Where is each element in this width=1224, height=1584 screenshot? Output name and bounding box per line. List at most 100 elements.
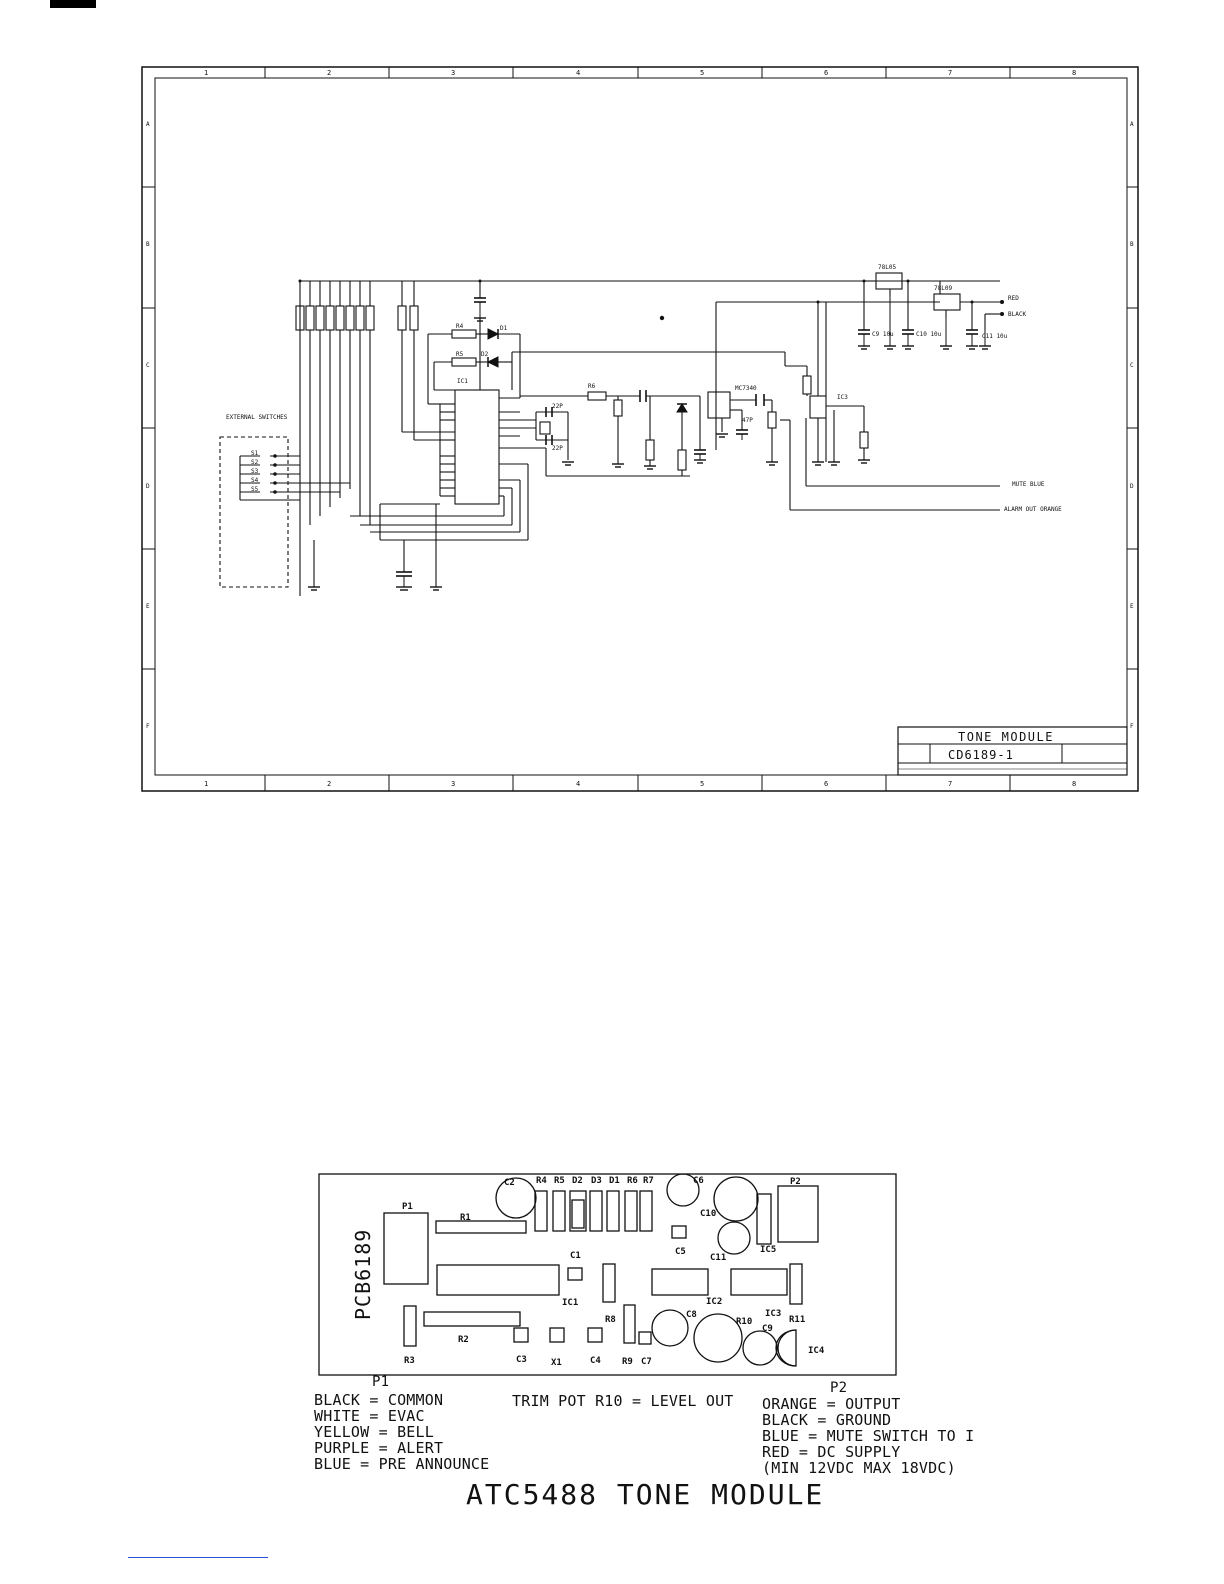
c10-label: C10 10u <box>916 331 942 338</box>
schematic-title: TONE MODULE <box>958 730 1054 744</box>
row-e: E <box>146 603 150 610</box>
switch-s3: S3 <box>251 468 259 475</box>
col-6: 6 <box>824 69 828 77</box>
p2-legend: ORANGE = OUTPUT BLACK = GROUND BLUE = MU… <box>762 1396 974 1476</box>
row-f: F <box>146 723 150 730</box>
drawing-number: CD6189-1 <box>948 748 1014 762</box>
pcb-c10: C10 <box>700 1209 716 1219</box>
title-block: TONE MODULE CD6189-1 <box>897 726 1128 776</box>
pcb-r2: R2 <box>458 1335 469 1345</box>
col-8-bottom: 8 <box>1072 780 1076 788</box>
pcb-p2: P2 <box>790 1177 801 1187</box>
switch-s2: S2 <box>251 459 259 466</box>
pcb-r7: R7 <box>643 1176 654 1186</box>
pcb-r5: R5 <box>554 1176 565 1186</box>
mute-terminal-label: MUTE BLUE <box>1012 481 1045 488</box>
pcb-r9: R9 <box>622 1357 633 1367</box>
pcb-board-label: PCB6189 <box>351 1229 375 1320</box>
pcb-component-labels: P1 R1 C2 R4 R5 D2 D3 D1 R6 R7 C6 P2 C10 … <box>402 1176 825 1368</box>
d2-label: D2 <box>481 351 489 358</box>
p1-legend-line: BLACK = COMMON <box>314 1391 444 1409</box>
col-3-bottom: 3 <box>451 780 455 788</box>
schematic-wiring <box>219 272 1000 596</box>
d1-label: D1 <box>500 325 508 332</box>
pcb-r3: R3 <box>404 1356 415 1366</box>
black-terminal-label: BLACK <box>1008 311 1026 318</box>
page-corner-mark <box>50 0 96 8</box>
p2-legend-line: (MIN 12VDC MAX 18VDC) <box>762 1459 956 1477</box>
col-7-bottom: 7 <box>948 780 952 788</box>
ic3-label: IC3 <box>837 394 848 401</box>
trim-pot-note: TRIM POT R10 = LEVEL OUT <box>512 1392 734 1410</box>
pcb-c5: C5 <box>675 1247 686 1257</box>
p1-legend-line: BLUE = PRE ANNOUNCE <box>314 1455 490 1473</box>
pcb-c7: C7 <box>641 1357 652 1367</box>
schematic-grounds <box>308 317 991 591</box>
pcb-r1: R1 <box>460 1213 471 1223</box>
r4-label: R4 <box>456 323 464 330</box>
ic4-label: 78L05 <box>878 264 896 271</box>
pcb-layout-diagram: PCB6189 <box>318 1173 897 1376</box>
red-terminal-label: RED <box>1008 295 1019 302</box>
pcb-c6: C6 <box>693 1176 704 1186</box>
c4-value: 22P <box>552 445 563 452</box>
switch-s4: S4 <box>251 477 259 484</box>
pcb-ic2: IC2 <box>706 1297 722 1307</box>
schematic-capacitors <box>396 297 978 577</box>
pcb-r4: R4 <box>536 1176 547 1186</box>
p2-legend-line: BLACK = GROUND <box>762 1411 892 1429</box>
p2-legend-line: BLUE = MUTE SWITCH TO I <box>762 1427 975 1445</box>
p2-legend-title: P2 <box>830 1380 848 1396</box>
page-footer-rule <box>128 1557 268 1558</box>
p1-legend-title: P1 <box>372 1374 390 1390</box>
c7-value: 47P <box>742 417 753 424</box>
row-c: C <box>146 362 150 369</box>
pcb-r8: R8 <box>605 1315 616 1325</box>
ic2-label: MC7340 <box>735 385 757 392</box>
col-1-bottom: 1 <box>204 780 208 788</box>
pcb-d1: D1 <box>609 1176 620 1186</box>
pcb-r6: R6 <box>627 1176 638 1186</box>
row-e-right: E <box>1130 603 1134 610</box>
pcb-r11: R11 <box>789 1315 805 1325</box>
pcb-p1: P1 <box>402 1202 413 1212</box>
pcb-x1: X1 <box>551 1358 562 1368</box>
pcb-ic5: IC5 <box>760 1245 776 1255</box>
pcb-ic1: IC1 <box>562 1298 578 1308</box>
p1-legend: BLACK = COMMON WHITE = EVAC YELLOW = BEL… <box>314 1392 489 1472</box>
pcb-ic4: IC4 <box>808 1346 825 1356</box>
col-2-bottom: 2 <box>327 780 331 788</box>
row-d: D <box>146 483 150 490</box>
col-4-bottom: 4 <box>576 780 580 788</box>
alarm-terminal-label: ALARM OUT ORANGE <box>1004 506 1062 513</box>
row-f-right: F <box>1130 723 1134 730</box>
tone-module-schematic: 1 2 3 4 5 6 7 8 1 2 3 4 5 6 7 8 A B C D … <box>141 66 1139 792</box>
row-b: B <box>146 241 150 248</box>
switch-s1: S1 <box>251 450 259 457</box>
p2-legend-line: ORANGE = OUTPUT <box>762 1395 901 1413</box>
pcb-c1: C1 <box>570 1251 581 1261</box>
ic1-label: IC1 <box>457 378 468 385</box>
pcb-c9: C9 <box>762 1324 773 1334</box>
row-a: A <box>146 121 150 128</box>
grid-row-letters: A B C D E F A B C D E F <box>146 121 1134 730</box>
p2-legend-line: RED = DC SUPPLY <box>762 1443 901 1461</box>
c3-value: 22P <box>552 403 563 410</box>
schematic-labels: EXTERNAL SWITCHES S1 S2 S3 S4 S5 IC1 MC7… <box>226 264 1062 513</box>
pcb-d3: D3 <box>591 1176 602 1186</box>
r6-label: R6 <box>588 383 596 390</box>
switch-s5: S5 <box>251 486 259 493</box>
p1-legend-line: WHITE = EVAC <box>314 1407 425 1425</box>
p1-legend-line: YELLOW = BELL <box>314 1423 434 1441</box>
pcb-c2: C2 <box>504 1178 515 1188</box>
ic5-label: 78L09 <box>934 285 952 292</box>
pcb-c4: C4 <box>590 1356 601 1366</box>
row-c-right: C <box>1130 362 1134 369</box>
pcb-c8: C8 <box>686 1310 697 1320</box>
pcb-r10: R10 <box>736 1317 752 1327</box>
pcb-outline <box>318 1173 897 1376</box>
pcb-c3: C3 <box>516 1355 527 1365</box>
r5-label: R5 <box>456 351 464 358</box>
p1-legend-line: PURPLE = ALERT <box>314 1439 444 1457</box>
col-3: 3 <box>451 69 455 77</box>
